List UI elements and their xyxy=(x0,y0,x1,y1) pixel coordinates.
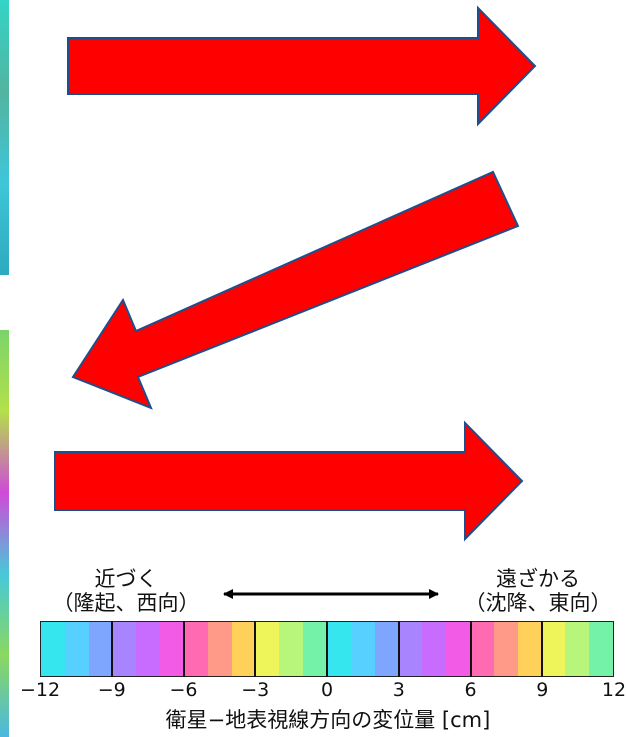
colorbar-segment xyxy=(350,622,364,676)
colorbar-tick-label: 12 xyxy=(601,679,626,701)
colorbar-segment xyxy=(172,622,185,676)
colorbar-segment xyxy=(243,622,257,676)
colorbar-segment xyxy=(315,622,328,676)
colorbar-tick-line xyxy=(397,621,400,677)
colorbar-tick-label: −3 xyxy=(241,679,270,701)
colorbar-segment xyxy=(398,622,412,676)
colorbar-segment xyxy=(505,622,519,676)
right-arrow-top xyxy=(67,5,537,127)
colorbar-segment xyxy=(541,622,555,676)
colorbar-tick-line xyxy=(541,621,544,677)
colorbar-tick-label: 0 xyxy=(320,679,334,701)
colorbar-tick-label: −12 xyxy=(19,679,61,701)
colorbar-segment xyxy=(112,622,126,676)
colorbar-tick-line xyxy=(326,621,328,677)
colorbar-segment xyxy=(255,622,269,676)
colorbar-segment xyxy=(267,622,280,676)
map-edge-strip-bottom xyxy=(0,330,9,737)
colorbar-segment xyxy=(553,622,566,676)
colorbar-segment xyxy=(577,622,590,676)
colorbar-tick-line xyxy=(469,621,472,677)
colorbar-tick-label: −9 xyxy=(97,679,126,701)
colorbar-tick-line xyxy=(254,621,257,677)
colorbar-tick-label: 6 xyxy=(464,679,477,701)
colorbar-segment xyxy=(88,622,102,676)
colorbar-segment xyxy=(338,622,352,676)
colorbar-segment xyxy=(517,622,531,676)
colorbar-segment xyxy=(601,622,613,676)
colorbar-segment xyxy=(458,622,471,676)
colorbar-segment xyxy=(434,622,447,676)
colorbar xyxy=(40,621,614,677)
colorbar-segment xyxy=(195,622,209,676)
right-arrow-bottom xyxy=(54,420,524,542)
colorbar-segment xyxy=(565,622,578,676)
colorbar-segment xyxy=(386,622,400,676)
colorbar-segment xyxy=(207,622,221,676)
colorbar-tick-line xyxy=(110,621,113,677)
colorbar-tick-label: 9 xyxy=(536,679,549,701)
colorbar-segment xyxy=(64,622,78,676)
colorbar-tick-label: −6 xyxy=(169,679,198,701)
colorbar-segment xyxy=(231,622,245,676)
colorbar-segment xyxy=(446,622,459,676)
colorbar-segment xyxy=(481,622,495,676)
left-label-line2: （隆起、西向） xyxy=(52,591,200,615)
colorbar-segment xyxy=(422,622,435,676)
colorbar-segment xyxy=(470,622,483,676)
right-label-line2: （沈降、東向） xyxy=(464,591,612,615)
down-left-arrow xyxy=(71,170,520,410)
colorbar-segment xyxy=(327,622,340,676)
colorbar-segment xyxy=(589,622,602,676)
colorbar-segment xyxy=(362,622,376,676)
colorbar-segment xyxy=(529,622,543,676)
colorbar-segment xyxy=(410,622,423,676)
colorbar-segment xyxy=(41,622,54,676)
map-edge-strip-top xyxy=(0,0,9,275)
colorbar-segment xyxy=(493,622,507,676)
colorbar-segment xyxy=(148,622,161,676)
colorbar-segment xyxy=(219,622,233,676)
left-label-line1: 近づく xyxy=(94,567,158,591)
right-label-line1: 遠ざかる xyxy=(496,567,580,591)
colorbar-segment xyxy=(374,622,388,676)
colorbar-segment xyxy=(303,622,316,676)
colorbar-segment xyxy=(100,622,114,676)
colorbar-caption: 衛星−地表視線方向の変位量 [cm] xyxy=(165,708,491,732)
colorbar-segment xyxy=(124,622,137,676)
colorbar-tick-label: 3 xyxy=(392,679,405,701)
colorbar-segment xyxy=(52,622,66,676)
colorbar-segment xyxy=(136,622,149,676)
colorbar-segment xyxy=(291,622,304,676)
colorbar-segment xyxy=(76,622,90,676)
colorbar-tick-line xyxy=(182,621,185,677)
colorbar-segment xyxy=(160,622,173,676)
colorbar-segment xyxy=(279,622,292,676)
colorbar-segment xyxy=(184,622,197,676)
